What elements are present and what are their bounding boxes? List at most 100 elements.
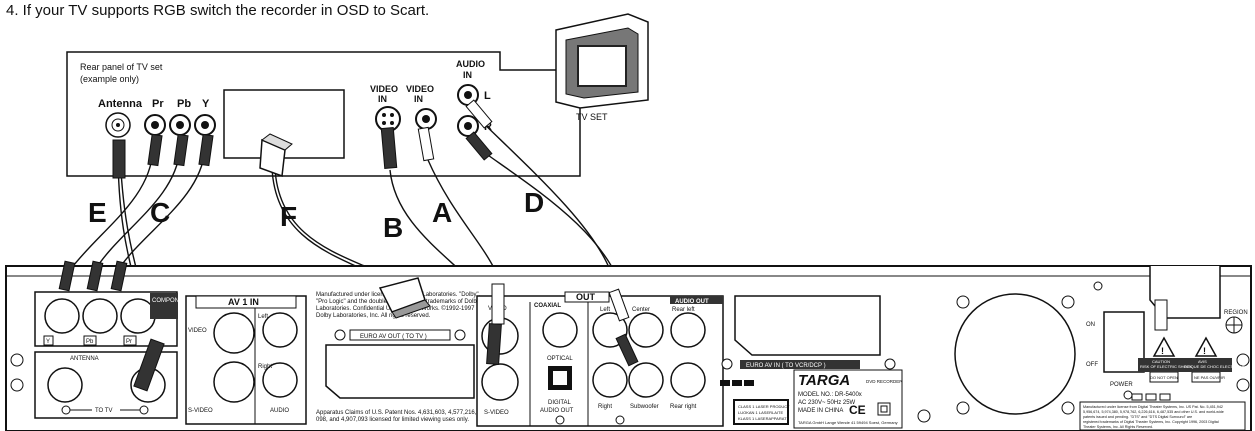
recorder-laser-block: CLASS 1 LASER PRODUCT LUOKAN 1 LASERLAIT… [720, 380, 790, 425]
recorder-component-block: Y Pb Pr COMPONENT VIDEO [34, 291, 212, 347]
out-right-label: Right [598, 404, 612, 410]
tv-video-in-1-sub: IN [378, 94, 387, 104]
power-on-label: ON [1086, 322, 1095, 328]
dts-notice: Manufactured under license from Digital … [1079, 401, 1246, 431]
laser-label-2: LUOKAN 1 LASERLAITE [738, 410, 783, 415]
tv-pr-label: Pr [152, 98, 164, 110]
av1-audio-label: AUDIO [270, 408, 289, 414]
targa-logo: TARGA [798, 372, 850, 389]
out-label: OUT [576, 292, 596, 302]
component-y-label: Y [46, 339, 50, 345]
power-cord-clip [1154, 299, 1168, 331]
cable-label-f: F [280, 201, 297, 232]
recorder-scart-out-block: Manufactured under license from Dolby La… [316, 277, 495, 423]
tv-video-in-2-label: VIDEO [406, 84, 434, 94]
targa-address: TARGA GmbH Lange Wende 41 59494 Soest, G… [798, 420, 898, 425]
recorder-component-plugs [58, 260, 128, 292]
component-video-label: COMPONENT VIDEO [152, 298, 212, 304]
dts-notice-2: 5,956,674, 5,974,380, 5,978,762, 6,226,6… [1083, 410, 1224, 414]
power-label: POWER [1110, 382, 1133, 388]
recorder-antenna-block: ANTENNA TO TV [34, 338, 178, 419]
instruction-text: 4. If your TV supports RGB switch the re… [6, 2, 430, 19]
digital-label: DIGITAL [548, 400, 572, 406]
region-badge: REGION [1224, 310, 1248, 334]
dts-notice-4: registered trademarks of Digital Theater… [1083, 420, 1219, 424]
warning-2-line-3: NE PAS OUVRIR [1194, 375, 1225, 380]
dvd-recorder-label: DVD RECORDER [866, 379, 903, 384]
recorder-av1-block: AV 1 IN VIDEO S-VIDEO Left Right AUDIO [185, 295, 307, 425]
made-in-label: MADE IN CHINA [798, 408, 843, 414]
cable-label-d: D [524, 187, 544, 218]
recorder-scart-in-block: EURO AV IN ( TO VCR/DCP ) [721, 295, 896, 370]
dolby-notice-4: Dolby Laboratories, Inc. All rights rese… [316, 313, 431, 319]
component-cable-pb [94, 149, 181, 271]
tv-video-in-1-label: VIDEO [370, 84, 398, 94]
dts-notice-5: Theater Systems, Inc. All Rights Reserve… [1083, 425, 1153, 429]
tv-svideo-jack [375, 106, 401, 132]
warning-2-line-2: RISQUE DE CHOC ELECTRIQUE [1184, 364, 1246, 369]
dts-notice-3: patents issued and pending. "DTS" and "D… [1083, 415, 1192, 419]
cable-label-b: B [383, 212, 403, 243]
tv-y-label: Y [202, 98, 210, 110]
av1-in-label: AV 1 IN [228, 297, 259, 307]
tv-set-label: TV SET [576, 112, 608, 122]
component-pb-label: Pb [86, 339, 94, 345]
warning-2-line-1: AVIS [1198, 359, 1207, 364]
coaxial-label: COAXIAL [534, 303, 561, 309]
rear-left-label: Rear left [672, 307, 695, 313]
euro-av-in-label: EURO AV IN ( TO VCR/DCP ) [746, 363, 826, 369]
tv-side-plugs [112, 99, 493, 179]
model-label: MODEL NO.: DR-5400x [798, 392, 862, 398]
patent-notice-2: 098, and 4,907,093 licensed for limited … [316, 417, 469, 423]
region-label: REGION [1224, 310, 1248, 316]
component-cable-y [117, 149, 206, 271]
power-rating-label: AC 230V~ 50Hz 25W [798, 400, 856, 406]
tv-panel-title: Rear panel of TV set [80, 62, 163, 72]
tv-rear-panel: Rear panel of TV set (example only) Ante… [66, 51, 581, 177]
av1-video-label: VIDEO [188, 328, 207, 334]
euro-av-out-label: EURO AV OUT ( TO TV ) [360, 334, 427, 340]
optical-label: OPTICAL [547, 356, 573, 362]
dts-notice-1: Manufactured under license from Digital … [1083, 405, 1223, 409]
power-off-label: OFF [1086, 362, 1098, 368]
tv-audio-in-label: AUDIO [456, 59, 485, 69]
pad-3 [1159, 393, 1171, 401]
tv-panel-subtitle: (example only) [80, 74, 139, 84]
tv-audio-in-sub: IN [463, 70, 472, 80]
ce-mark: CE [849, 403, 866, 417]
cable-label-a: A [432, 197, 452, 228]
warning-1-line-1: CAUTION [1152, 359, 1170, 364]
pad-2 [1145, 393, 1157, 401]
tv-antenna-jack [105, 112, 131, 138]
recorder-to-tv-label: TO TV [95, 408, 112, 414]
recorder-power-block: ON OFF POWER [1086, 281, 1145, 400]
subwoofer-label: Subwoofer [630, 404, 659, 410]
pad-1 [1131, 393, 1143, 401]
warning-labels: ! ! CAUTION RISK OF ELECTRIC SHOCK DO NO… [1138, 336, 1246, 383]
warning-1-line-2: RISK OF ELECTRIC SHOCK [1140, 364, 1193, 369]
warning-icon-2: ! [1203, 346, 1206, 356]
component-cable-pr [69, 149, 154, 271]
av1-left-label: Left [258, 314, 268, 320]
rear-right-label: Rear right [670, 404, 697, 410]
tv-audio-jacks [457, 84, 479, 137]
recorder-out-block: OUT COAXIAL VIDEO S-VIDEO OPTICAL DIGITA… [476, 291, 724, 427]
tv-set-icon [555, 13, 649, 109]
tv-audio-left-label: L [484, 90, 491, 102]
warning-icon-1: ! [1161, 346, 1164, 356]
warning-1-line-3: DO NOT OPEN [1150, 375, 1178, 380]
out-svideo-label: S-VIDEO [484, 410, 509, 416]
recorder-screw-hole [917, 409, 931, 423]
patent-notice-1: Apparatus Claims of U.S. Patent Nos. 4,6… [316, 410, 495, 416]
component-pr-label: Pr [126, 339, 132, 345]
tv-video-jack [415, 108, 437, 130]
av1-right-label: Right [258, 364, 272, 370]
tv-component-jacks [144, 114, 216, 136]
tv-pb-label: Pb [177, 98, 191, 110]
recorder-antenna-label: ANTENNA [70, 356, 99, 362]
digital-audio-out-label: AUDIO OUT [540, 408, 574, 414]
audio-out-label: AUDIO OUT [675, 299, 709, 305]
cable-label-e: E [88, 197, 107, 228]
av1-svideo-label: S-VIDEO [188, 408, 213, 414]
